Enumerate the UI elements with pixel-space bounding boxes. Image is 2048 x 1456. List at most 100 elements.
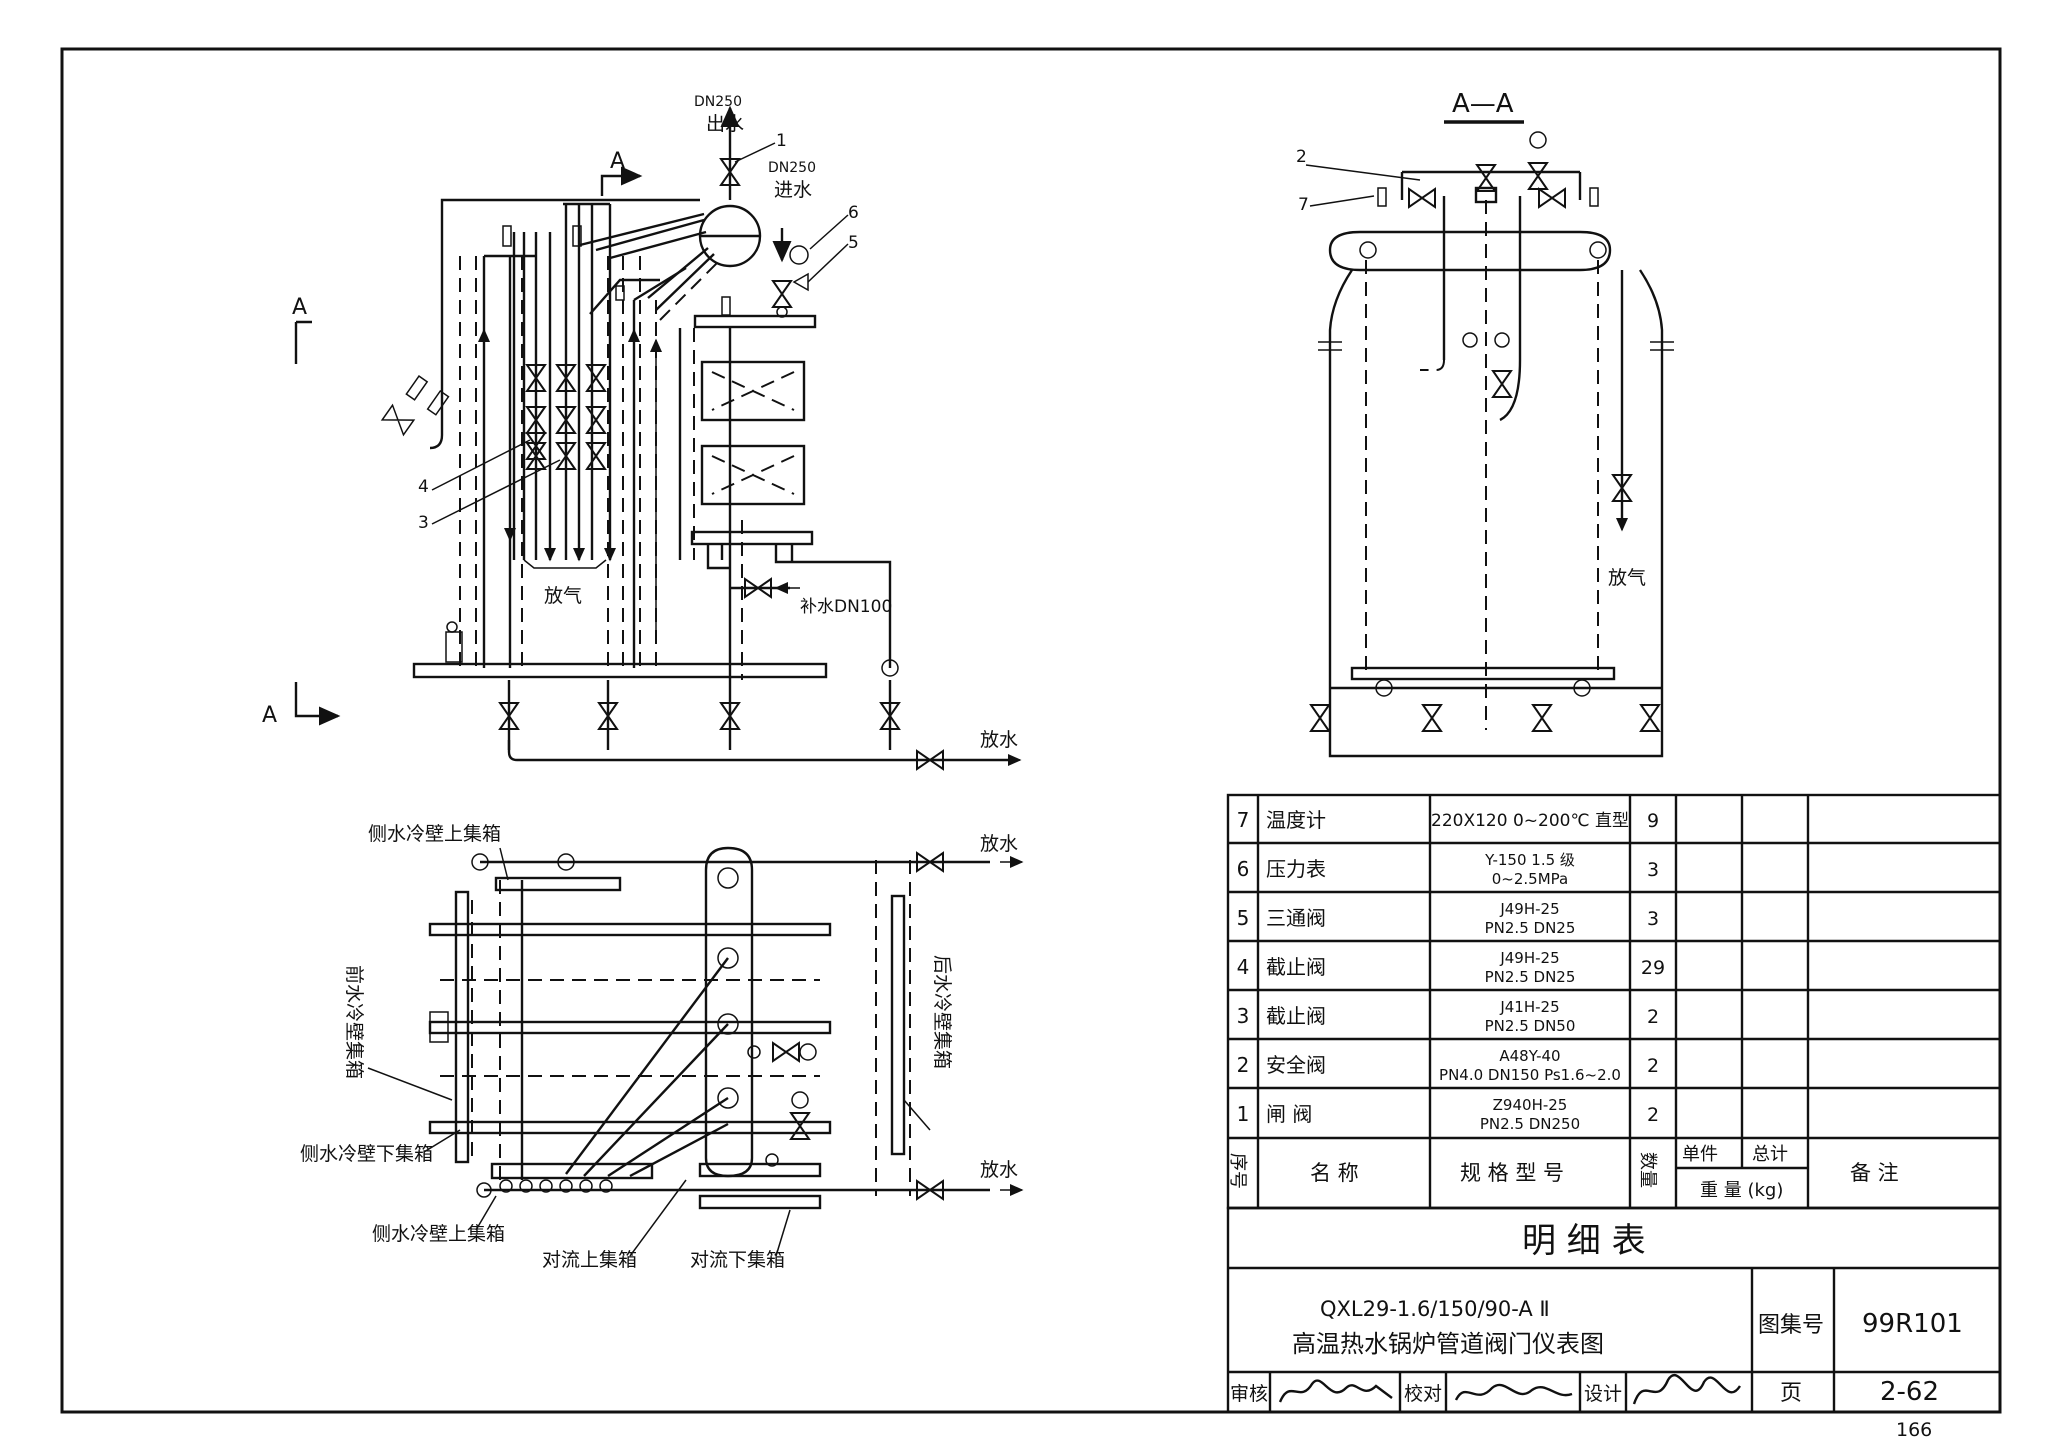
bom-title: 明 细 表 [1522,1221,1646,1261]
title-block: 明 细 表 QXL29-1.6/150/90-A Ⅱ 高温热水锅炉管道阀门仪表图… [1226,1206,2002,1414]
label-drain-plan-1: 放水 [980,833,1018,855]
section-view-aa: A—A 2 7 [1296,89,1674,758]
bom-header-weight: 重 量 (kg) [1700,1180,1783,1201]
convection-lower-header [698,1194,822,1210]
waterwall-pipes [459,202,731,668]
signature-reviewer [1278,1379,1393,1403]
bottom-header [412,662,828,679]
callout-1: 1 [776,131,787,151]
bom-row-spec: J41H-25 [1499,998,1559,1016]
bom-header-qty: 数量 [1637,1152,1658,1188]
label-vent-main: 放气 [544,585,582,607]
atlas-label: 图集号 [1758,1313,1824,1338]
bom-row-qty: 3 [1647,859,1659,881]
bom-row-no: 7 [1237,808,1250,832]
bom-row-spec: Y-150 1.5 级 [1484,851,1575,869]
bom-row-spec: Z940H-25 [1493,1096,1568,1114]
bom-row-qty: 3 [1647,908,1659,930]
sheet-number: 166 [1896,1419,1932,1441]
bom-row-no: 4 [1237,955,1250,979]
bom-row-spec-sub: PN2.5 DN25 [1485,919,1576,937]
atlas-number: 99R101 [1862,1309,1963,1339]
callout-3: 3 [418,513,429,533]
side-upper-header [494,876,622,892]
signature-checker [1454,1383,1573,1401]
bom-row-qty: 2 [1647,1055,1659,1077]
bom-row-spec: 220X120 0~200℃ 直型 [1431,811,1629,831]
check-label: 校对 [1404,1383,1442,1405]
label-side-upper-bottom: 侧水冷壁上集箱 [372,1223,505,1245]
section-mark-a-top: A [292,295,307,320]
bom-row-spec-sub: PN2.5 DN25 [1485,968,1576,986]
bom-row-qty: 29 [1641,957,1665,979]
label-drain-main: 放水 [980,729,1018,751]
section-mark-a-drum: A [610,149,625,174]
front-waterwall-header [454,890,470,1164]
page-label: 页 [1780,1381,1802,1406]
bom-row-name: 截止阀 [1266,1004,1326,1028]
bom-row-spec-sub: PN2.5 DN250 [1480,1115,1580,1133]
bom-header-spec: 规 格 型 号 [1460,1161,1564,1185]
drum-plan [704,846,754,1178]
label-side-upper-top: 侧水冷壁上集箱 [368,823,501,845]
bom-header-no: 序号 [1227,1153,1248,1189]
bom-row-qty: 2 [1647,1006,1659,1028]
bom-header-name: 名 称 [1310,1161,1359,1185]
sheet-border [60,47,2002,1414]
plan-view: 侧水冷壁上集箱 放水 前水冷壁集箱 后水冷壁集箱 [300,823,1024,1271]
label-conv-lower: 对流下集箱 [690,1249,785,1271]
drawing-title: 高温热水锅炉管道阀门仪表图 [1292,1330,1604,1358]
bom-row-no: 3 [1237,1004,1250,1028]
label-dn250-top: DN250 [694,94,742,110]
rear-waterwall-header [890,894,906,1156]
label-side-lower: 侧水冷壁下集箱 [300,1143,433,1165]
bom-row-name: 闸 阀 [1266,1102,1312,1126]
bom-row-name: 安全阀 [1266,1053,1326,1077]
label-rear-header: 后水冷壁集箱 [931,955,953,1069]
review-label: 审核 [1230,1383,1268,1405]
bom-row-spec-sub: PN4.0 DN150 Ps1.6~2.0 [1439,1066,1621,1084]
label-makeup: 补水DN100 [800,597,892,617]
bom-row-spec-sub: 0~2.5MPa [1492,870,1568,888]
callout-5: 5 [848,233,859,253]
design-label: 设计 [1584,1383,1622,1405]
label-dn250-in: DN250 [768,160,816,176]
bom-row-spec: J49H-25 [1499,900,1559,918]
page-number: 2-62 [1880,1377,1939,1407]
convection-upper-header [490,1162,654,1180]
bom-row-qty: 2 [1647,1104,1659,1126]
bom-row-no: 5 [1237,906,1250,930]
bom-row-no: 2 [1237,1053,1250,1077]
section-title: A—A [1452,89,1514,119]
bom-row-name: 压力表 [1266,857,1326,881]
bom-row-name: 三通阀 [1266,906,1326,930]
bom-header-unit-weight: 单件 [1682,1144,1718,1165]
convection-bank-upper [700,360,806,422]
bom-header-total-weight: 总计 [1752,1144,1788,1165]
pressure-gauge-icon [789,245,809,265]
label-drain-plan-2: 放水 [980,1159,1018,1181]
section-mark-a-bottom: A [262,703,277,728]
bom-row-qty: 9 [1647,810,1659,832]
convection-bank-lower [700,444,806,506]
signature-designer [1632,1373,1742,1405]
bom-row-no: 1 [1237,1102,1250,1126]
bom-row-spec: A48Y-40 [1499,1047,1560,1065]
callout-4: 4 [418,477,429,497]
callout-2: 2 [1296,147,1307,167]
label-in-water: 进水 [774,179,812,201]
label-vent-section: 放气 [1608,567,1646,589]
main-elevation-view: DN250 出水 1 DN250 进水 6 5 [262,94,1022,770]
bom-row-name: 截止阀 [1266,955,1326,979]
label-out-water: 出水 [706,113,744,135]
bom-row-spec: J49H-25 [1499,949,1559,967]
label-conv-upper: 对流上集箱 [542,1249,637,1271]
drawing-model: QXL29-1.6/150/90-A Ⅱ [1320,1297,1550,1321]
drum-cross-section [1328,230,1612,272]
bom-row-name: 温度计 [1266,808,1326,832]
callout-6: 6 [848,203,859,223]
label-front-header: 前水冷壁集箱 [343,965,365,1079]
bom-header-remark: 备 注 [1850,1161,1899,1185]
